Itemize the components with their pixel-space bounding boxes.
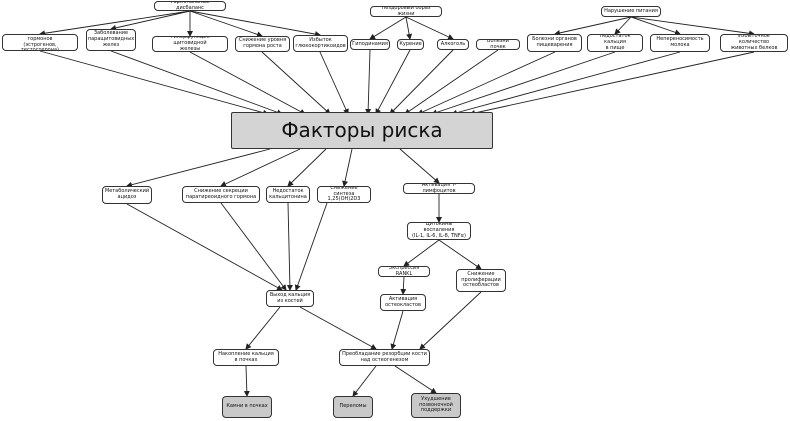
edge-arrow-3	[189, 10, 263, 38]
edge-arrow-36	[126, 203, 283, 291]
mechanism-calcitonin-deficiency: Недостаток кальцитонина	[266, 186, 310, 203]
edge-arrow-17	[365, 49, 372, 115]
edge-arrow-21	[417, 51, 556, 115]
outcome-kidney-calcium-accumulation: Накопление кальция в почках	[213, 349, 279, 366]
outcome-fractures: Переломы	[333, 396, 373, 418]
mechanism-metabolic-acidosis: Метаболический ацидоз	[102, 186, 152, 204]
mechanism-calcium-release: Выход кальция из костей	[266, 290, 314, 307]
edge-arrow-19	[389, 49, 454, 115]
edge-arrow-4	[189, 10, 321, 38]
mechanism-inflammatory-cytokines: Цитокины воспаления (IL-1, IL-6, IL-8, T…	[407, 222, 471, 240]
cause-parathyroid-disease: Заболевание паращитовидных желез	[86, 29, 136, 51]
edge-arrow-37	[220, 202, 287, 291]
edge-arrow-14	[189, 51, 306, 115]
edge-arrow-28	[342, 148, 353, 187]
cause-sex-hormone-deficiency: Дефицит половых гормонов (эстрогенов, те…	[2, 34, 78, 51]
edge-arrow-24	[469, 51, 755, 116]
edge-arrow-8	[554, 16, 632, 36]
edge-arrow-42	[243, 365, 250, 397]
cause-growth-hormone-decrease: Снижение уровня гормона роста	[235, 36, 290, 52]
edge-arrow-27	[287, 148, 327, 187]
cause-hypodynamia: Гиподинамия	[350, 39, 390, 50]
edge-arrow-23	[451, 51, 681, 116]
cause-low-dietary-calcium: Недостаток кальция в пище	[587, 34, 643, 52]
edge-arrow-32	[438, 239, 482, 270]
cause-milk-intolerance: Непереносимость молока	[650, 34, 710, 52]
cause-alcohol: Алкоголь	[437, 39, 469, 50]
mechanism-vitd-synthesis-decrease: Снижение синтеза 1,25(OH)2D3	[317, 186, 371, 203]
edge-arrow-38	[286, 202, 293, 291]
mechanism-osteoclast-activation: Активация остеокластов	[380, 294, 426, 311]
category-hormonal-imbalance: Гормональный дисбаланс	[154, 1, 226, 11]
edge-arrow-35	[419, 291, 482, 350]
edge-arrow-7	[405, 16, 454, 40]
edge-arrow-6	[405, 16, 413, 40]
mechanism-rankl-expression: Экспрессия RANKL	[378, 266, 430, 277]
edge-arrow-9	[614, 16, 632, 35]
edge-arrow-0	[39, 10, 191, 37]
edge-arrow-11	[630, 16, 755, 37]
edge-arrow-10	[630, 16, 681, 36]
mechanism-t-lymphocyte-activation: Активация T-лимфоцитов	[403, 183, 475, 194]
edge-arrow-16	[319, 51, 349, 115]
category-nutrition-disorder: Нарушение питания	[601, 6, 661, 17]
outcome-spinal-support-decline: Ухудшение позвоночной поддержки	[411, 393, 461, 418]
edge-arrow-29	[399, 148, 440, 184]
cause-smoking: Курение	[397, 39, 424, 50]
edge-arrow-31	[403, 239, 440, 267]
edge-arrow-43	[352, 365, 377, 397]
outcome-kidney-stones: Камни в почках	[222, 396, 272, 418]
cause-glucocorticoid-excess: Избыток глюкокортикоидов	[293, 35, 348, 52]
category-unhealthy-lifestyle: Нездоровый образ жизни	[370, 6, 442, 17]
cause-digestive-disease: Болезни органов пищеварения	[527, 34, 582, 52]
edge-arrow-1	[110, 10, 191, 31]
edge-arrow-39	[294, 202, 328, 291]
edge-arrow-40	[245, 306, 281, 350]
edge-arrow-34	[390, 310, 404, 350]
cause-kidney-disease: Болезни почек	[476, 39, 520, 50]
mechanism-pth-decrease: Снижение секреции паратиреоидного гормон…	[182, 186, 260, 203]
edge-arrow-25	[126, 148, 271, 188]
edge-arrow-13	[110, 50, 283, 116]
edge-arrow-15	[261, 51, 331, 115]
edge-arrow-33	[400, 276, 407, 295]
edge-arrow-20	[404, 49, 499, 115]
outcome-bone-resorption: Преобладание резорбции кости над остеоге…	[339, 349, 430, 366]
edge-arrow-5	[369, 16, 407, 40]
central-risk-factors: Факторы риска	[231, 112, 493, 149]
edge-arrow-12	[39, 50, 269, 116]
cause-excess-animal-protein: Избыточное количество животных белков	[720, 34, 788, 52]
cause-hyperthyroidism: Гиперфункция щитовидной железы	[152, 36, 228, 52]
edge-arrow-41	[299, 306, 377, 350]
edge-arrow-44	[394, 365, 437, 394]
edge-arrow-18	[375, 49, 411, 115]
edge-arrow-22	[431, 51, 616, 116]
edge-arrow-26	[220, 148, 301, 187]
mechanism-osteoblast-proliferation-decrease: Снижение пролиферации остеобластов	[456, 269, 506, 292]
